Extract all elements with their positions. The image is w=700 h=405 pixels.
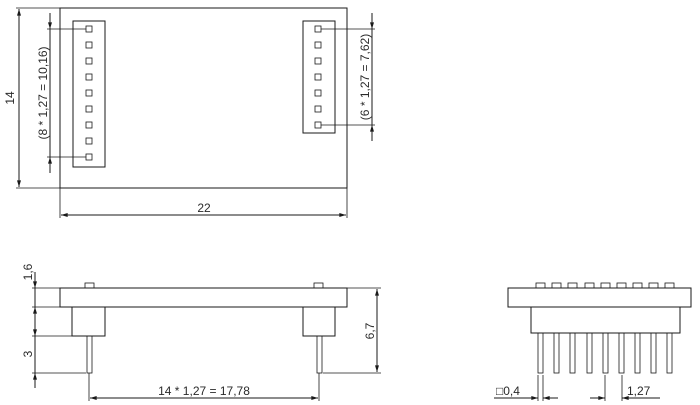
side-view: 1,6 3 6,7 14 * 1,27 = 17,78 <box>21 263 381 401</box>
end-view: □0,4 1,27 <box>494 282 692 401</box>
end-header-block <box>530 306 681 334</box>
dimension-right-header: (6 * 1,27 = 7,62) <box>321 13 375 141</box>
end-pins <box>537 332 673 374</box>
top-pin-stub <box>84 282 95 289</box>
dim-label-right-header: (6 * 1,27 = 7,62) <box>358 34 372 120</box>
left-pin <box>86 335 93 374</box>
dimension-height-14: 14 <box>3 7 60 189</box>
dimension-3: 3 <box>21 320 86 388</box>
dimension-6-7: 6,7 <box>323 287 381 374</box>
left-header-block <box>71 306 106 337</box>
dimension-1-27: 1,27 <box>590 375 660 401</box>
right-header-pins <box>314 25 322 129</box>
top-view: 14 (8 * 1,27 = 10,16) (6 * 1,27 = 7,62) … <box>3 7 375 218</box>
dimension-0-4: □0,4 <box>494 375 558 401</box>
dimension-left-header: (8 * 1,27 = 10,16) <box>36 13 86 173</box>
dim-label-0-4: □0,4 <box>496 384 520 398</box>
end-top-pin-stubs <box>535 282 675 289</box>
dim-label-1-6: 1,6 <box>21 263 35 280</box>
dimension-1-6: 1,6 <box>21 263 60 320</box>
left-header-outline <box>72 20 106 168</box>
dim-label-17-78: 14 * 1,27 = 17,78 <box>158 384 250 398</box>
dim-label-left-header: (8 * 1,27 = 10,16) <box>36 46 50 139</box>
dim-label-3: 3 <box>21 350 35 357</box>
right-header-outline <box>302 20 336 134</box>
right-header-block <box>302 306 336 337</box>
dim-label-14: 14 <box>3 91 17 105</box>
dim-label-22: 22 <box>197 201 211 215</box>
top-pin-stub <box>313 282 324 289</box>
dim-label-6-7: 6,7 <box>363 322 377 339</box>
right-pin <box>316 335 323 374</box>
end-body <box>507 287 692 308</box>
side-body <box>59 287 348 308</box>
dimension-width-22: 22 <box>59 188 348 218</box>
dim-label-1-27: 1,27 <box>627 384 651 398</box>
board-outline <box>59 7 348 189</box>
dimension-17-78: 14 * 1,27 = 17,78 <box>88 373 320 401</box>
